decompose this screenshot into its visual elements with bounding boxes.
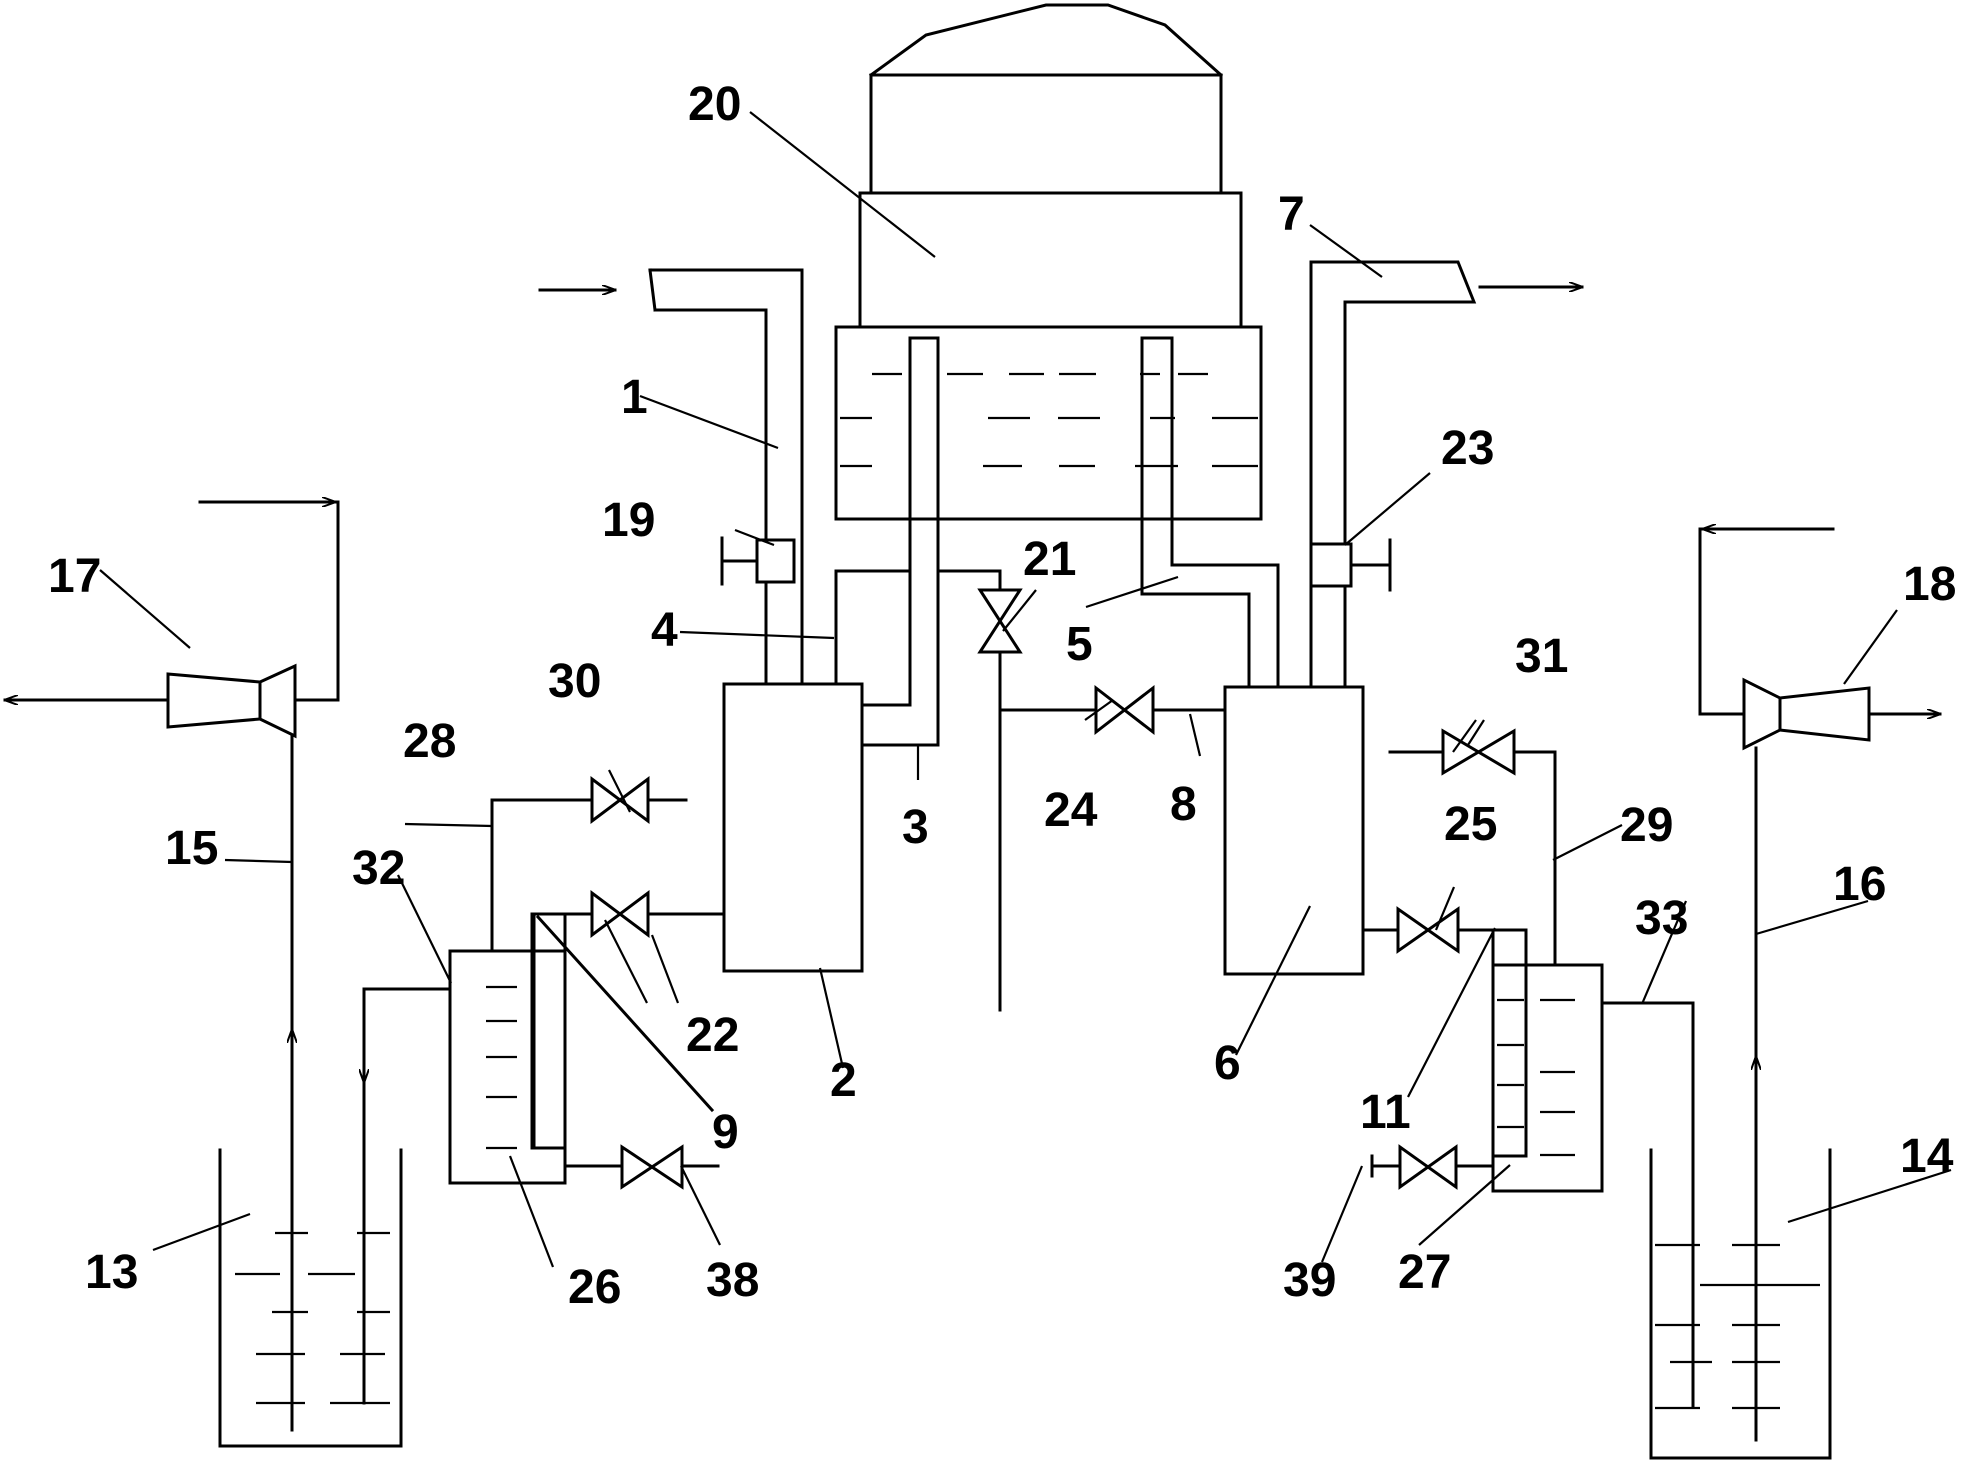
label-39: 39 [1283,1254,1336,1307]
right-tank-14 [1649,1148,1832,1460]
label-5: 5 [1066,618,1093,671]
valve-39 [1398,1144,1458,1190]
label-20: 20 [688,78,741,131]
label-19: 19 [602,494,655,547]
valve-31 [1441,728,1516,776]
label-23: 23 [1441,422,1494,475]
labels: 1 2 3 4 5 6 7 8 9 11 13 14 15 16 17 18 1… [48,78,1956,1314]
label-38: 38 [706,1254,759,1307]
label-26: 26 [568,1261,621,1314]
label-13: 13 [85,1246,138,1299]
valve-21 [977,588,1023,1012]
label-18: 18 [1903,558,1956,611]
label-4: 4 [651,604,678,657]
label-15: 15 [165,822,218,875]
valve-25 [1396,906,1460,954]
label-24: 24 [1044,784,1098,837]
label-30: 30 [548,655,601,708]
right-fan-18 [1698,529,1942,1442]
left-tank-26 [364,798,726,1185]
label-11: 11 [1360,1086,1411,1139]
label-32: 32 [352,842,405,895]
valve-38 [620,1144,684,1190]
label-16: 16 [1833,858,1886,911]
central-vessel [834,3,1263,521]
label-3: 3 [902,801,929,854]
label-14: 14 [1900,1130,1954,1183]
left-tank-13 [218,1080,403,1448]
valve-24 [1094,684,1155,736]
right-reactor [998,260,1584,976]
label-6: 6 [1214,1037,1241,1090]
label-28: 28 [403,715,456,768]
label-8: 8 [1170,778,1197,831]
label-1: 1 [621,371,648,424]
label-33: 33 [1635,892,1688,945]
left-fan-17 [3,502,340,1432]
valve-22 [590,890,650,938]
label-9: 9 [712,1106,739,1159]
right-tank-27 [1361,750,1695,1409]
label-25: 25 [1444,798,1497,851]
label-2: 2 [830,1054,857,1107]
label-27: 27 [1398,1246,1451,1299]
valve-30 [590,776,650,824]
label-21: 21 [1023,533,1076,586]
label-7: 7 [1278,188,1305,241]
leader-lines [99,111,1952,1268]
label-22: 22 [686,1009,739,1062]
label-29: 29 [1620,799,1673,852]
label-31: 31 [1515,630,1568,683]
label-17: 17 [48,550,101,603]
left-reactor [538,268,1002,973]
